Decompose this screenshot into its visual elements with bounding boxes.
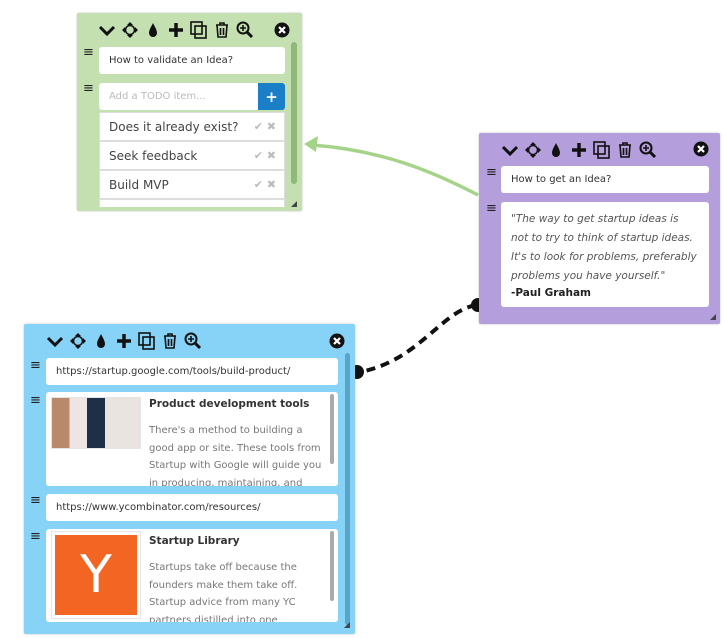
todo-input[interactable]: Add a TODO item... [99, 83, 259, 110]
preview-scrollbar[interactable] [330, 394, 334, 464]
preview-description: There's a method to building a good app … [149, 425, 322, 486]
zoom-in-icon[interactable] [638, 140, 658, 160]
yc-logo: Y [51, 531, 141, 619]
todo-item[interactable]: Does it already exist? ✔ ✖ [99, 112, 285, 141]
close-icon[interactable] [329, 333, 345, 349]
preview-title: Product development tools [149, 398, 310, 410]
color-drop-icon[interactable] [143, 20, 163, 40]
color-drop-icon[interactable] [546, 140, 566, 160]
todo-item[interactable]: Build MVP ✔ ✖ [99, 170, 285, 199]
todo-label: Does it already exist? [109, 119, 239, 134]
add-icon[interactable] [569, 140, 589, 160]
todo-card: ≡ How to validate an Idea? ≡ Add a TODO … [77, 13, 302, 211]
quote-card: ≡ How to get an Idea? ≡ "The way to get … [479, 133, 720, 324]
delete-trash-icon[interactable] [212, 20, 232, 40]
preview-description: Startups take off because the founders m… [149, 562, 298, 622]
links-card: ≡ https://startup.google.com/tools/build… [24, 324, 355, 634]
collapse-chevron-icon[interactable] [97, 20, 117, 40]
check-icon[interactable]: ✔ [253, 149, 263, 162]
duplicate-icon[interactable] [189, 20, 209, 40]
yc-logo-letter: Y [55, 535, 137, 615]
close-icon[interactable] [274, 22, 290, 38]
scrollbar[interactable] [291, 42, 297, 184]
card-toolbar [97, 19, 255, 41]
resize-handle[interactable] [291, 201, 297, 207]
preview-image [51, 397, 141, 449]
card-title-input[interactable]: How to validate an Idea? [99, 47, 285, 74]
add-icon[interactable] [166, 20, 186, 40]
collapse-chevron-icon[interactable] [500, 140, 520, 160]
color-drop-icon[interactable] [91, 331, 111, 351]
todo-item[interactable]: Seek feedback ✔ ✖ [99, 141, 285, 170]
duplicate-icon[interactable] [137, 331, 157, 351]
collapse-chevron-icon[interactable] [45, 331, 65, 351]
drag-handle-icon[interactable]: ≡ [83, 81, 94, 96]
drag-handle-icon[interactable]: ≡ [30, 529, 41, 544]
drag-handle-icon[interactable]: ≡ [83, 45, 94, 60]
quote-body: "The way to get startup ideas is not to … [511, 213, 697, 282]
add-icon[interactable] [114, 331, 134, 351]
dashed-connector [359, 303, 477, 374]
move-icon[interactable] [120, 20, 140, 40]
move-icon[interactable] [68, 331, 88, 351]
remove-icon[interactable]: ✖ [266, 120, 276, 133]
resize-handle[interactable] [344, 622, 350, 628]
zoom-in-icon[interactable] [235, 20, 255, 40]
close-icon[interactable] [693, 141, 709, 157]
link-preview[interactable]: Y Startup Library Startups take off beca… [46, 529, 338, 622]
link-url-input[interactable]: https://www.ycombinator.com/resources/ [46, 494, 338, 521]
remove-icon[interactable]: ✖ [266, 149, 276, 162]
todo-label: Seek feedback [109, 148, 198, 163]
add-todo-button[interactable]: + [258, 83, 285, 110]
todo-label: Build MVP [109, 177, 169, 192]
preview-title: Startup Library [149, 535, 240, 547]
card-toolbar [45, 330, 203, 352]
arrow-connector [311, 143, 479, 197]
quote-author: -Paul Graham [511, 287, 591, 299]
drag-handle-icon[interactable]: ≡ [30, 393, 41, 408]
duplicate-icon[interactable] [592, 140, 612, 160]
link-preview[interactable]: Product development tools There's a meth… [46, 392, 338, 486]
arrow-head [304, 136, 318, 152]
card-title-input[interactable]: How to get an Idea? [501, 166, 709, 193]
card-toolbar [500, 139, 658, 161]
preview-scrollbar[interactable] [330, 531, 334, 601]
resize-handle[interactable] [710, 314, 716, 320]
quote-text[interactable]: "The way to get startup ideas is not to … [501, 202, 709, 307]
check-icon[interactable]: ✔ [253, 120, 263, 133]
delete-trash-icon[interactable] [615, 140, 635, 160]
todo-item-partial [99, 199, 285, 207]
remove-icon[interactable]: ✖ [266, 178, 276, 191]
link-url-input[interactable]: https://startup.google.com/tools/build-p… [46, 358, 338, 385]
drag-handle-icon[interactable]: ≡ [30, 493, 41, 508]
move-icon[interactable] [523, 140, 543, 160]
scrollbar[interactable] [345, 353, 350, 625]
delete-trash-icon[interactable] [160, 331, 180, 351]
drag-handle-icon[interactable]: ≡ [30, 358, 41, 373]
zoom-in-icon[interactable] [183, 331, 203, 351]
drag-handle-icon[interactable]: ≡ [486, 165, 497, 180]
check-icon[interactable]: ✔ [253, 178, 263, 191]
drag-handle-icon[interactable]: ≡ [486, 201, 497, 216]
